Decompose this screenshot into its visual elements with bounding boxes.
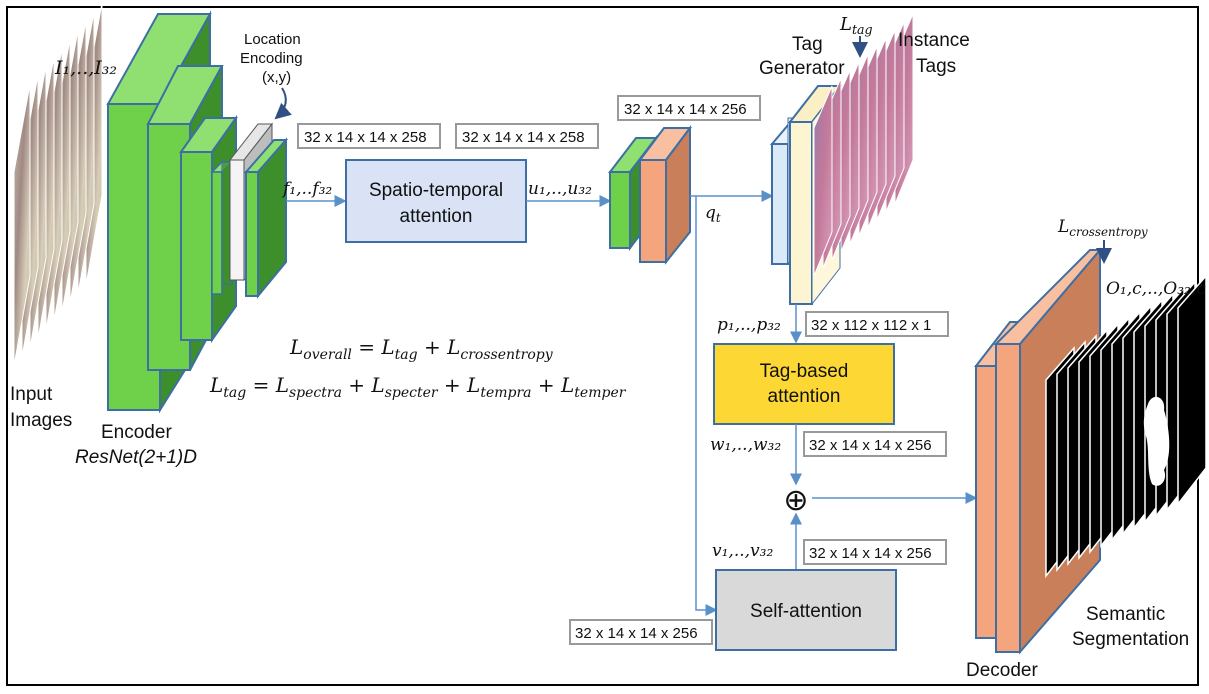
dim-box-3: 32 x 14 x 14 x 256	[617, 95, 761, 121]
p-signal-label: p₁,..,p₃₂	[717, 315, 781, 335]
decoder-label: Decoder	[966, 660, 1038, 681]
svg-text:Tag-based: Tag-based	[760, 361, 849, 382]
q-to-self-attention-arrow	[695, 196, 718, 616]
input-images-stack	[13, 2, 103, 367]
encoder-blocks	[106, 10, 289, 414]
segmentation-mask-shape	[1143, 396, 1170, 486]
tag-based-attention-box: Tag-based attention	[713, 343, 895, 425]
location-encoding-label-1: Location	[244, 31, 301, 48]
segmentation-frame	[1177, 274, 1207, 507]
semantic-segmentation-label-1: Semantic	[1086, 604, 1165, 625]
dim-box-4: 32 x 112 x 112 x 1	[805, 311, 949, 337]
tag-generator-label-1: Tag	[792, 34, 823, 55]
f-signal-label: f₁,..f₃₂	[281, 179, 332, 199]
input-frame	[13, 83, 31, 367]
tag-generator-label-2: Generator	[759, 58, 845, 79]
v-signal-label: v₁,..,v₃₂	[712, 541, 773, 561]
u-signal-label: u₁,..,u₃₂	[528, 179, 592, 199]
encoder-label: Encoder	[101, 422, 172, 443]
input-sequence-label: I₁,..,I₃₂	[54, 57, 117, 79]
instance-tags-label-2: Tags	[916, 56, 956, 77]
instance-tags-label-1: Instance	[898, 30, 970, 51]
semantic-segmentation-label-2: Segmentation	[1072, 629, 1189, 650]
equation-overall: Loverall = Ltag + Lcrossentropy	[289, 335, 554, 363]
self-attention-box: Self-attention	[715, 569, 897, 651]
svg-text:32 x 14 x 14 x 256: 32 x 14 x 14 x 256	[624, 101, 747, 118]
dim-box-6: 32 x 14 x 14 x 256	[803, 539, 947, 565]
input-images-label-1: Input	[10, 384, 53, 405]
l-tag-top-label: Ltag	[839, 14, 873, 37]
svg-text:32 x 14 x 14 x 258: 32 x 14 x 14 x 258	[304, 129, 427, 146]
svg-text:attention: attention	[768, 386, 841, 407]
dim-box-7: 32 x 14 x 14 x 256	[569, 619, 713, 645]
svg-text:Self-attention: Self-attention	[750, 601, 862, 622]
segmentation-output-stack	[1045, 274, 1207, 579]
q-signal-label: qt	[705, 203, 721, 225]
svg-text:attention: attention	[400, 206, 473, 227]
spatio-temporal-attention-box: Spatio-temporal attention	[345, 159, 527, 243]
svg-text:32 x 14 x 14 x 256: 32 x 14 x 14 x 256	[809, 545, 932, 562]
instance-tags-stack	[813, 13, 914, 277]
location-encoding-label-3: (x,y)	[262, 69, 291, 86]
middle-feature-block	[607, 125, 692, 265]
svg-text:Spatio-temporal: Spatio-temporal	[369, 180, 503, 201]
l-crossentropy-label: Lcrossentropy	[1057, 217, 1148, 239]
location-encoding-label-2: Encoding	[240, 50, 303, 67]
svg-text:32 x 14 x 14 x 256: 32 x 14 x 14 x 256	[809, 437, 932, 454]
svg-text:32 x 14 x 14 x 256: 32 x 14 x 14 x 256	[575, 625, 698, 642]
dim-box-1: 32 x 14 x 14 x 258	[297, 123, 441, 149]
encoder-model-label: ResNet(2+1)D	[75, 447, 197, 468]
svg-text:32 x 14 x 14 x 258: 32 x 14 x 14 x 258	[462, 129, 585, 146]
equation-tag: Ltag = Lspectra + Lspecter + Ltempra + L…	[209, 373, 627, 401]
location-encoding-arrow	[274, 87, 292, 120]
w-signal-label: w₁,..,w₃₂	[710, 435, 781, 455]
o-signal-label: O₁,c,..,O₃₂,c	[1106, 279, 1206, 299]
tag-frame	[813, 85, 833, 277]
svg-text:32 x 112 x 112 x 1: 32 x 112 x 112 x 1	[811, 317, 931, 334]
dim-box-2: 32 x 14 x 14 x 258	[455, 123, 599, 149]
dim-box-5: 32 x 14 x 14 x 256	[803, 431, 947, 457]
sum-operator: ⊕	[783, 483, 808, 518]
input-images-label-2: Images	[10, 410, 72, 431]
